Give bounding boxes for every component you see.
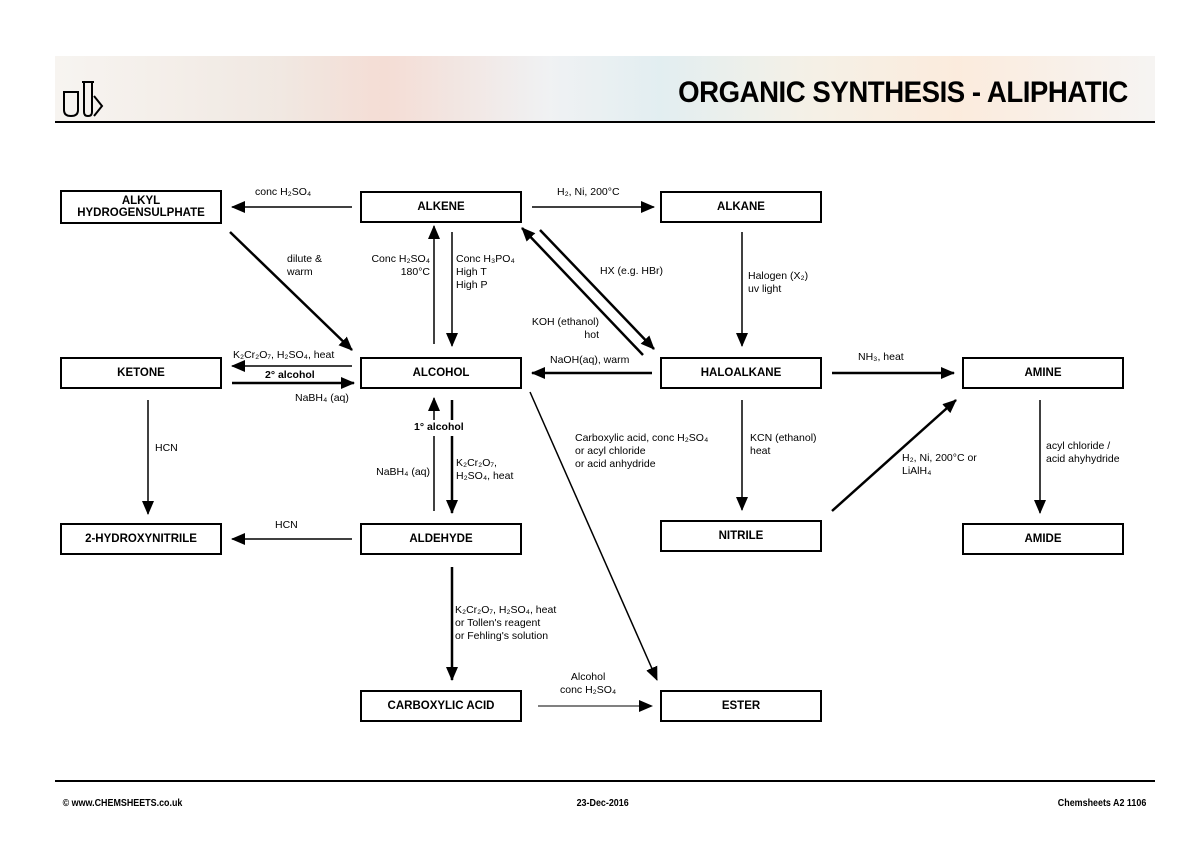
reagent-label: K₂Cr₂O₇, H₂SO₄, heat (456, 457, 514, 482)
compound-amide: AMIDE (962, 523, 1124, 555)
arrow-alcohol-to-ester (529, 391, 658, 681)
reagent-label: NaBH₄ (aq) (295, 392, 349, 404)
page-title: ORGANIC SYNTHESIS - ALIPHATIC (678, 76, 1128, 109)
reagent-label: HCN (155, 442, 178, 454)
reagent-label: NaBH₄ (aq) (376, 466, 430, 478)
header-banner (55, 56, 1155, 122)
compound-aldehyde: ALDEHYDE (360, 523, 522, 555)
compound-alcohol: ALCOHOL (360, 357, 522, 389)
reagent-label: K₂Cr₂O₇, H₂SO₄, heat or Tollen's reagent… (455, 604, 557, 642)
reagent-label: Halogen (X₂) uv light (748, 270, 809, 295)
lab-glassware-icon (60, 78, 116, 123)
reagent-label: K₂Cr₂O₇, H₂SO₄, heat (233, 349, 335, 361)
arrow-haloalkane-to-alkene (521, 227, 644, 356)
compound-amine: AMINE (962, 357, 1124, 389)
compound-ketone: KETONE (60, 357, 222, 389)
reagent-label: Alcohol conc H₂SO₄ (560, 671, 617, 696)
arrow-alkene-to-haloalkane (539, 229, 655, 350)
reagent-label: NH₃, heat (858, 351, 904, 363)
reagent-label: NaOH(aq), warm (550, 354, 630, 366)
footer-divider (55, 780, 1155, 782)
reagent-label: Carboxylic acid, conc H₂SO₄ or acyl chlo… (575, 432, 709, 470)
reagent-label: Conc H₂SO₄ 180°C (371, 253, 430, 278)
reagent-label: KCN (ethanol) heat (750, 432, 817, 457)
header-divider (55, 121, 1155, 123)
reagent-label: HX (e.g. HBr) (600, 265, 664, 277)
compound-nitrile: NITRILE (660, 520, 822, 552)
reagent-label: KOH (ethanol) hot (531, 316, 599, 341)
reagent-label: dilute & warm (287, 253, 323, 278)
reagent-label: H₂, Ni, 200°C or LiAlH₄ (902, 452, 977, 477)
arrow-alkyl-to-alcohol (229, 231, 353, 351)
compound-alkene: ALKENE (360, 191, 522, 223)
reagent-label: conc H₂SO₄ (255, 186, 312, 198)
reagent-label: 1° alcohol (414, 421, 464, 433)
compound-2-hydroxynitrile: 2-HYDROXYNITRILE (60, 523, 222, 555)
reagent-label: HCN (275, 519, 298, 531)
footer-date: 23-Dec-2016 (576, 797, 629, 809)
footer-sheet-id: Chemsheets A2 1106 (1057, 797, 1147, 809)
compound-alkane: ALKANE (660, 191, 822, 223)
compound-carboxylic-acid: CARBOXYLIC ACID (360, 690, 522, 722)
reagent-label: acyl chloride / acid ahyhydride (1046, 440, 1120, 465)
footer-copyright: © www.CHEMSHEETS.co.uk (62, 797, 183, 809)
reagent-label: Conc H₃PO₄ High T High P (456, 253, 515, 291)
reagent-label: H₂, Ni, 200°C (557, 186, 620, 198)
reagent-label: 2° alcohol (265, 369, 315, 381)
compound-ester: ESTER (660, 690, 822, 722)
arrow-nitrile-to-amine (831, 399, 957, 512)
compound-haloalkane: HALOALKANE (660, 357, 822, 389)
compound-alkyl-hydrogensulphate: ALKYL HYDROGENSULPHATE (60, 190, 222, 224)
